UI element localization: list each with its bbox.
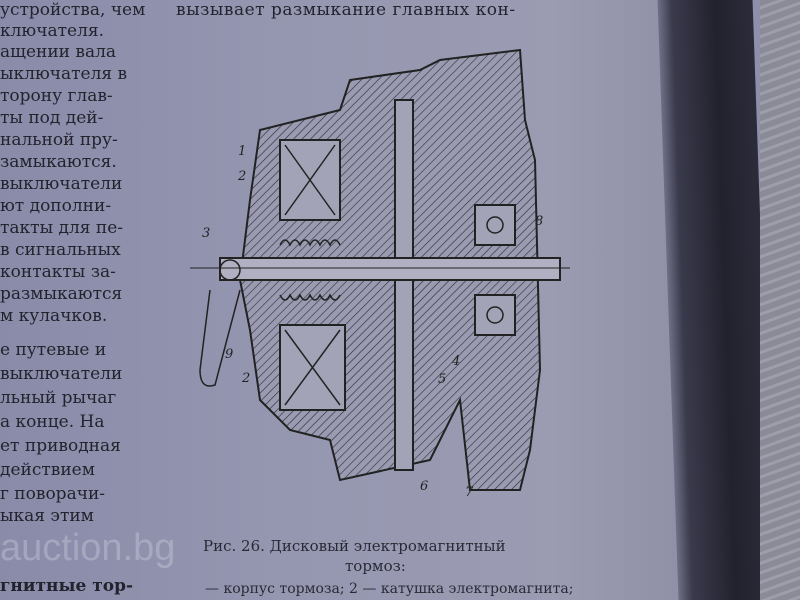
text-line: е путевые и	[0, 340, 107, 360]
label-2-bottom: 2	[241, 371, 250, 386]
watermark: auction.bg	[0, 527, 176, 569]
text-line: торону глав-	[0, 86, 113, 106]
text-line: устройства, чем	[0, 0, 146, 20]
bearing-top	[474, 204, 516, 246]
top-text-line: вызывает размыкание главных кон-	[176, 0, 516, 20]
book-edge	[657, 0, 774, 600]
figure-caption-2: тормоз:	[345, 557, 406, 575]
label-7: 7	[465, 485, 474, 500]
text-line: ют дополни-	[0, 196, 112, 216]
text-line: ыключателя в	[0, 64, 128, 84]
label-5: 5	[438, 372, 446, 387]
text-line: г поворачи-	[0, 484, 106, 504]
text-line: в сигнальных	[0, 240, 121, 260]
text-line: ет приводная	[0, 436, 121, 456]
text-line: а конце. На	[0, 412, 105, 432]
background-surface	[760, 0, 800, 600]
label-1: 1	[238, 144, 246, 159]
text-line: льный рычаг	[0, 388, 117, 408]
label-4: 4	[451, 354, 460, 369]
text-line: ыкая этим	[0, 506, 94, 526]
text-line: действием	[0, 460, 95, 480]
shaft	[219, 257, 561, 281]
label-9: 9	[225, 347, 233, 362]
label-3: 3	[202, 226, 210, 241]
bearing-bottom	[474, 294, 516, 336]
disc	[394, 99, 414, 471]
text-line: замыкаются.	[0, 152, 117, 172]
text-line: ключателя.	[0, 21, 104, 41]
text-line: такты для пе-	[0, 218, 124, 238]
text-line: выключатели	[0, 174, 123, 194]
text-line: нальной пру-	[0, 130, 118, 150]
label-6: 6	[420, 479, 428, 494]
text-line: ты под дей-	[0, 108, 104, 128]
label-2-top: 2	[237, 169, 246, 184]
text-line: м кулачков.	[0, 306, 108, 326]
text-line: гнитные тор-	[0, 576, 134, 596]
figure-legend: — корпус тормоза; 2 — катушка электромаг…	[205, 581, 574, 597]
figure-caption: Рис. 26. Дисковый электромагнитный	[203, 537, 506, 555]
text-line: контакты за-	[0, 262, 116, 282]
text-line: ащении вала	[0, 42, 117, 62]
label-8: 8	[535, 214, 543, 229]
text-line: размыкаются	[0, 284, 123, 304]
brake-diagram: 1 2 3 9 2 4 5 6 7 8	[190, 48, 570, 500]
text-line: выключатели	[0, 364, 123, 384]
